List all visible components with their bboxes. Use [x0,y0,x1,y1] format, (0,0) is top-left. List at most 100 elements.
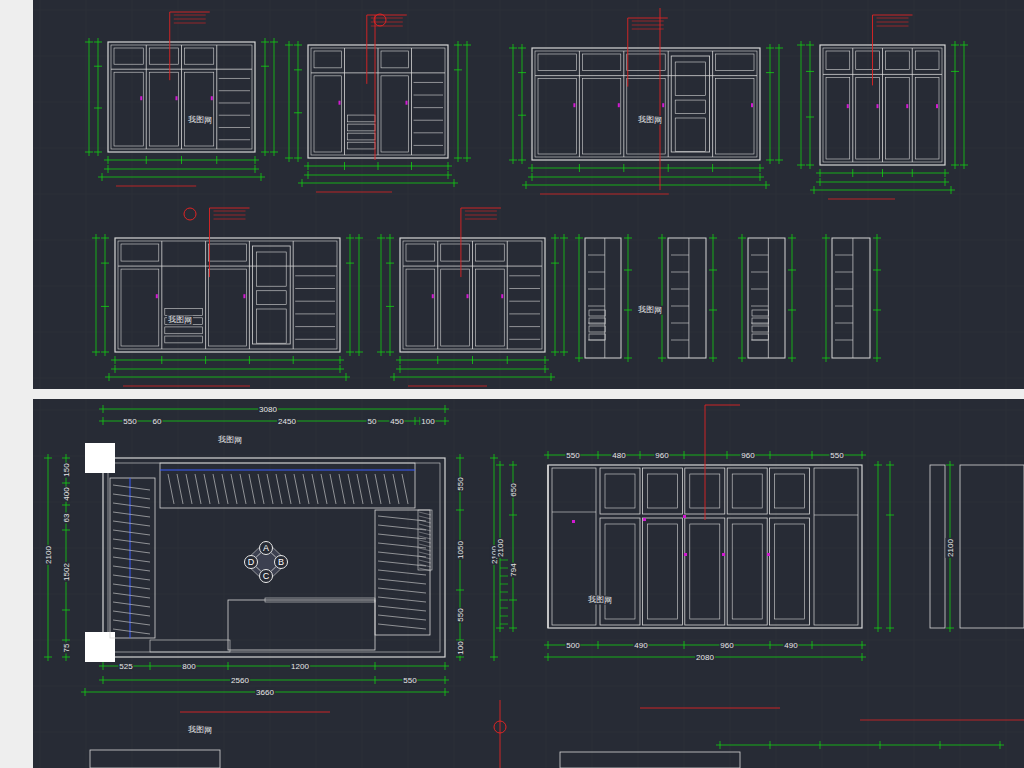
dimension-line [89,38,90,156]
dimension-line [390,234,391,356]
dimension-tick [94,108,102,109]
handle [176,96,178,100]
note-stroke [632,21,664,22]
hatch [419,540,431,543]
view-letter: B [278,558,284,567]
dimension-tick [340,356,341,364]
dimension-text: 2560 [230,676,250,685]
view-letter: C [263,572,270,581]
dimension-tick [454,69,462,70]
hatch [419,544,431,547]
dimension-tick [951,71,959,72]
dimension-line [779,44,780,164]
dimension-tick [579,164,580,172]
lower-panel [605,524,635,619]
hanger [249,474,255,504]
shelf-line [751,306,768,307]
hanger [378,615,426,620]
grid-line [86,0,87,389]
grid-line [33,286,1024,287]
dimension-tick [448,162,449,170]
dimension-text: 800 [181,662,196,671]
upper-panel [381,51,409,68]
dimension-tick [760,164,761,172]
hanger [113,566,150,571]
upper-panel [441,244,470,261]
dimension-tick [945,169,946,177]
dimension-tick [101,263,109,264]
dimension-tick [545,356,546,364]
dimension-tick [820,169,821,177]
shelf-line [671,255,689,256]
dimension-tick [727,451,728,459]
dimension-tick [85,152,93,153]
grid-line [546,0,547,389]
dimension-line [98,38,99,156]
dimension-tick [346,373,347,381]
hanger [177,474,183,504]
dimension-tick [92,352,100,353]
dimension-tick [946,628,954,629]
handle [684,553,687,556]
shelf-line [588,255,605,256]
dimension-tick [378,162,379,170]
dimension-text: 525 [118,662,133,671]
hanger [113,629,150,634]
dimension-line [528,168,764,169]
dimension-tick [285,158,293,159]
door-line [437,241,438,349]
dimension-tick [532,164,533,172]
hanger [113,548,150,553]
hanger [113,521,150,526]
hanger [113,494,150,499]
dimension-tick [738,238,746,239]
shelf-line [835,272,853,273]
dimension-text: 500 [565,641,580,650]
dimension-tick [500,584,508,585]
dimension-tick [377,352,385,353]
drawer [752,326,769,332]
door-line [205,241,206,349]
partial-elevation [930,465,945,628]
hanger [378,624,426,629]
grid-line [868,399,869,768]
dimension-tick [548,653,549,661]
handle [501,294,503,298]
grid-line [33,502,1024,503]
dimension-tick [62,657,70,658]
dimension-line [104,169,259,170]
door-line [623,51,624,157]
index-connector [256,553,261,557]
shelf-line [588,323,605,324]
dimension-line [99,680,449,681]
dimension-tick [668,164,669,172]
dimension-tick [386,238,394,239]
shelf-line [295,326,335,327]
grid-line [500,0,501,389]
shelf-line [219,78,250,79]
handle [140,96,142,100]
hanger [113,539,150,544]
door-line [712,51,713,157]
handle [767,553,770,556]
note-stroke [371,18,403,19]
dimension-tick [886,628,894,629]
drawer [589,334,605,340]
hanger [285,474,291,504]
grid-line [362,0,363,389]
dimension-text: 490 [633,641,648,650]
dimension-tick [946,465,954,466]
partial-drawing [560,752,740,768]
grid-line [454,399,455,768]
dimension-text: 我图网 [637,115,663,124]
dimension-tick [812,451,813,459]
dimension-text: 150 [62,462,71,477]
handle [643,518,646,521]
grid-line [40,0,41,389]
dimension-tick [820,178,821,186]
handle [722,553,725,556]
leader-line [170,12,210,13]
hanger [204,474,210,504]
hanging-rod [130,478,131,638]
grid-line [868,0,869,389]
